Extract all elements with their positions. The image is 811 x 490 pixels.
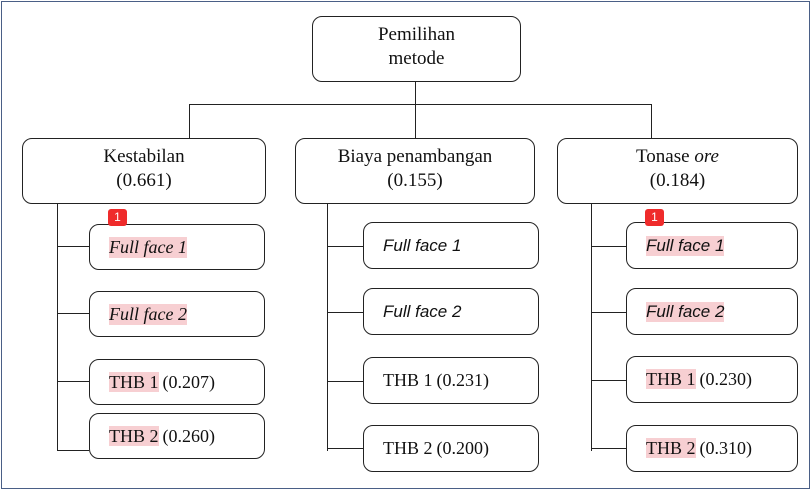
- criterion-name: Tonase ore: [558, 146, 797, 168]
- alt-thb-1: THB 1(0.230): [626, 356, 798, 403]
- criterion-tonase-ore: Tonase ore (0.184): [557, 138, 798, 204]
- alt-thb-2: THB 2(0.260): [89, 413, 265, 459]
- root-label-line2: metode: [388, 48, 445, 69]
- branch-line: [591, 448, 626, 449]
- criterion-kestabilan: Kestabilan (0.661): [22, 138, 266, 204]
- branch-line: [591, 312, 626, 313]
- branch-line: [327, 246, 363, 247]
- criterion-name: Kestabilan: [103, 146, 185, 167]
- alt-full-face-1: Full face 1: [363, 222, 539, 269]
- alt-thb-2: THB 2(0.200): [363, 425, 539, 472]
- alt-label: THB 1: [109, 371, 159, 392]
- root-connector: [415, 80, 416, 105]
- alt-text: THB 2(0.260): [109, 425, 216, 447]
- alt-value: (0.260): [162, 425, 216, 446]
- alt-label: Full face 1: [383, 235, 462, 255]
- root-label-line1: Pemilihan: [377, 24, 456, 45]
- alt-full-face-1: Full face 1: [626, 222, 798, 269]
- connector-biaya: [415, 104, 416, 138]
- branch-line: [57, 246, 89, 247]
- alt-label: THB 2: [109, 425, 159, 446]
- branch-line: [57, 450, 89, 451]
- alt-value: (0.230): [699, 369, 753, 389]
- alt-text: THB 2(0.310): [646, 438, 752, 459]
- branch-line: [57, 381, 89, 382]
- criteria-bus: [189, 104, 651, 105]
- branch-line: [591, 246, 626, 247]
- connector-kestabilan: [189, 104, 190, 138]
- spine-biaya: [327, 203, 328, 451]
- branch-line: [327, 381, 363, 382]
- criterion-weight: (0.184): [649, 170, 706, 191]
- root-node: Pemilihan metode: [312, 16, 521, 82]
- criterion-name-italic: ore: [694, 146, 719, 167]
- connector-tonase: [651, 104, 652, 138]
- alt-label: THB 1: [646, 369, 696, 389]
- alt-thb-2: THB 2(0.310): [626, 425, 798, 472]
- alt-full-face-1: Full face 1: [89, 224, 265, 270]
- alt-label: Full face 1: [646, 235, 725, 256]
- alt-text: THB 1(0.231): [383, 370, 489, 391]
- criterion-name-text: Tonase: [636, 146, 695, 167]
- alt-value: (0.200): [436, 438, 490, 458]
- alt-value: (0.231): [436, 370, 490, 390]
- criterion-name: Biaya penambangan: [337, 146, 493, 167]
- alt-text: THB 1(0.207): [109, 371, 216, 393]
- branch-line: [57, 313, 89, 314]
- branch-line: [591, 380, 626, 381]
- alt-text: THB 1(0.230): [646, 369, 752, 390]
- spine-tonase: [591, 203, 592, 451]
- alt-thb-1: THB 1(0.207): [89, 359, 265, 405]
- alt-label: Full face 2: [383, 301, 462, 321]
- alt-label: THB 2: [383, 438, 433, 458]
- annotation-badge[interactable]: 1: [645, 209, 664, 226]
- annotation-badge[interactable]: 1: [108, 209, 127, 226]
- alt-label: THB 2: [646, 438, 696, 458]
- alt-label: Full face 2: [646, 301, 725, 322]
- alt-text: THB 2(0.200): [383, 438, 489, 459]
- alt-full-face-2: Full face 2: [626, 288, 798, 335]
- alt-thb-1: THB 1(0.231): [363, 357, 539, 404]
- spine-kestabilan: [57, 203, 58, 451]
- branch-line: [327, 448, 363, 449]
- alt-label: THB 1: [383, 370, 433, 390]
- criterion-biaya-penambangan: Biaya penambangan (0.155): [295, 138, 535, 204]
- criterion-weight: (0.661): [116, 170, 172, 191]
- branch-line: [327, 312, 363, 313]
- alt-full-face-2: Full face 2: [89, 291, 265, 337]
- alt-label: Full face 2: [109, 303, 187, 325]
- alt-value: (0.207): [162, 371, 216, 392]
- alt-value: (0.310): [699, 438, 753, 458]
- alt-label: Full face 1: [109, 236, 187, 258]
- alt-full-face-2: Full face 2: [363, 288, 539, 335]
- criterion-weight: (0.155): [387, 170, 443, 191]
